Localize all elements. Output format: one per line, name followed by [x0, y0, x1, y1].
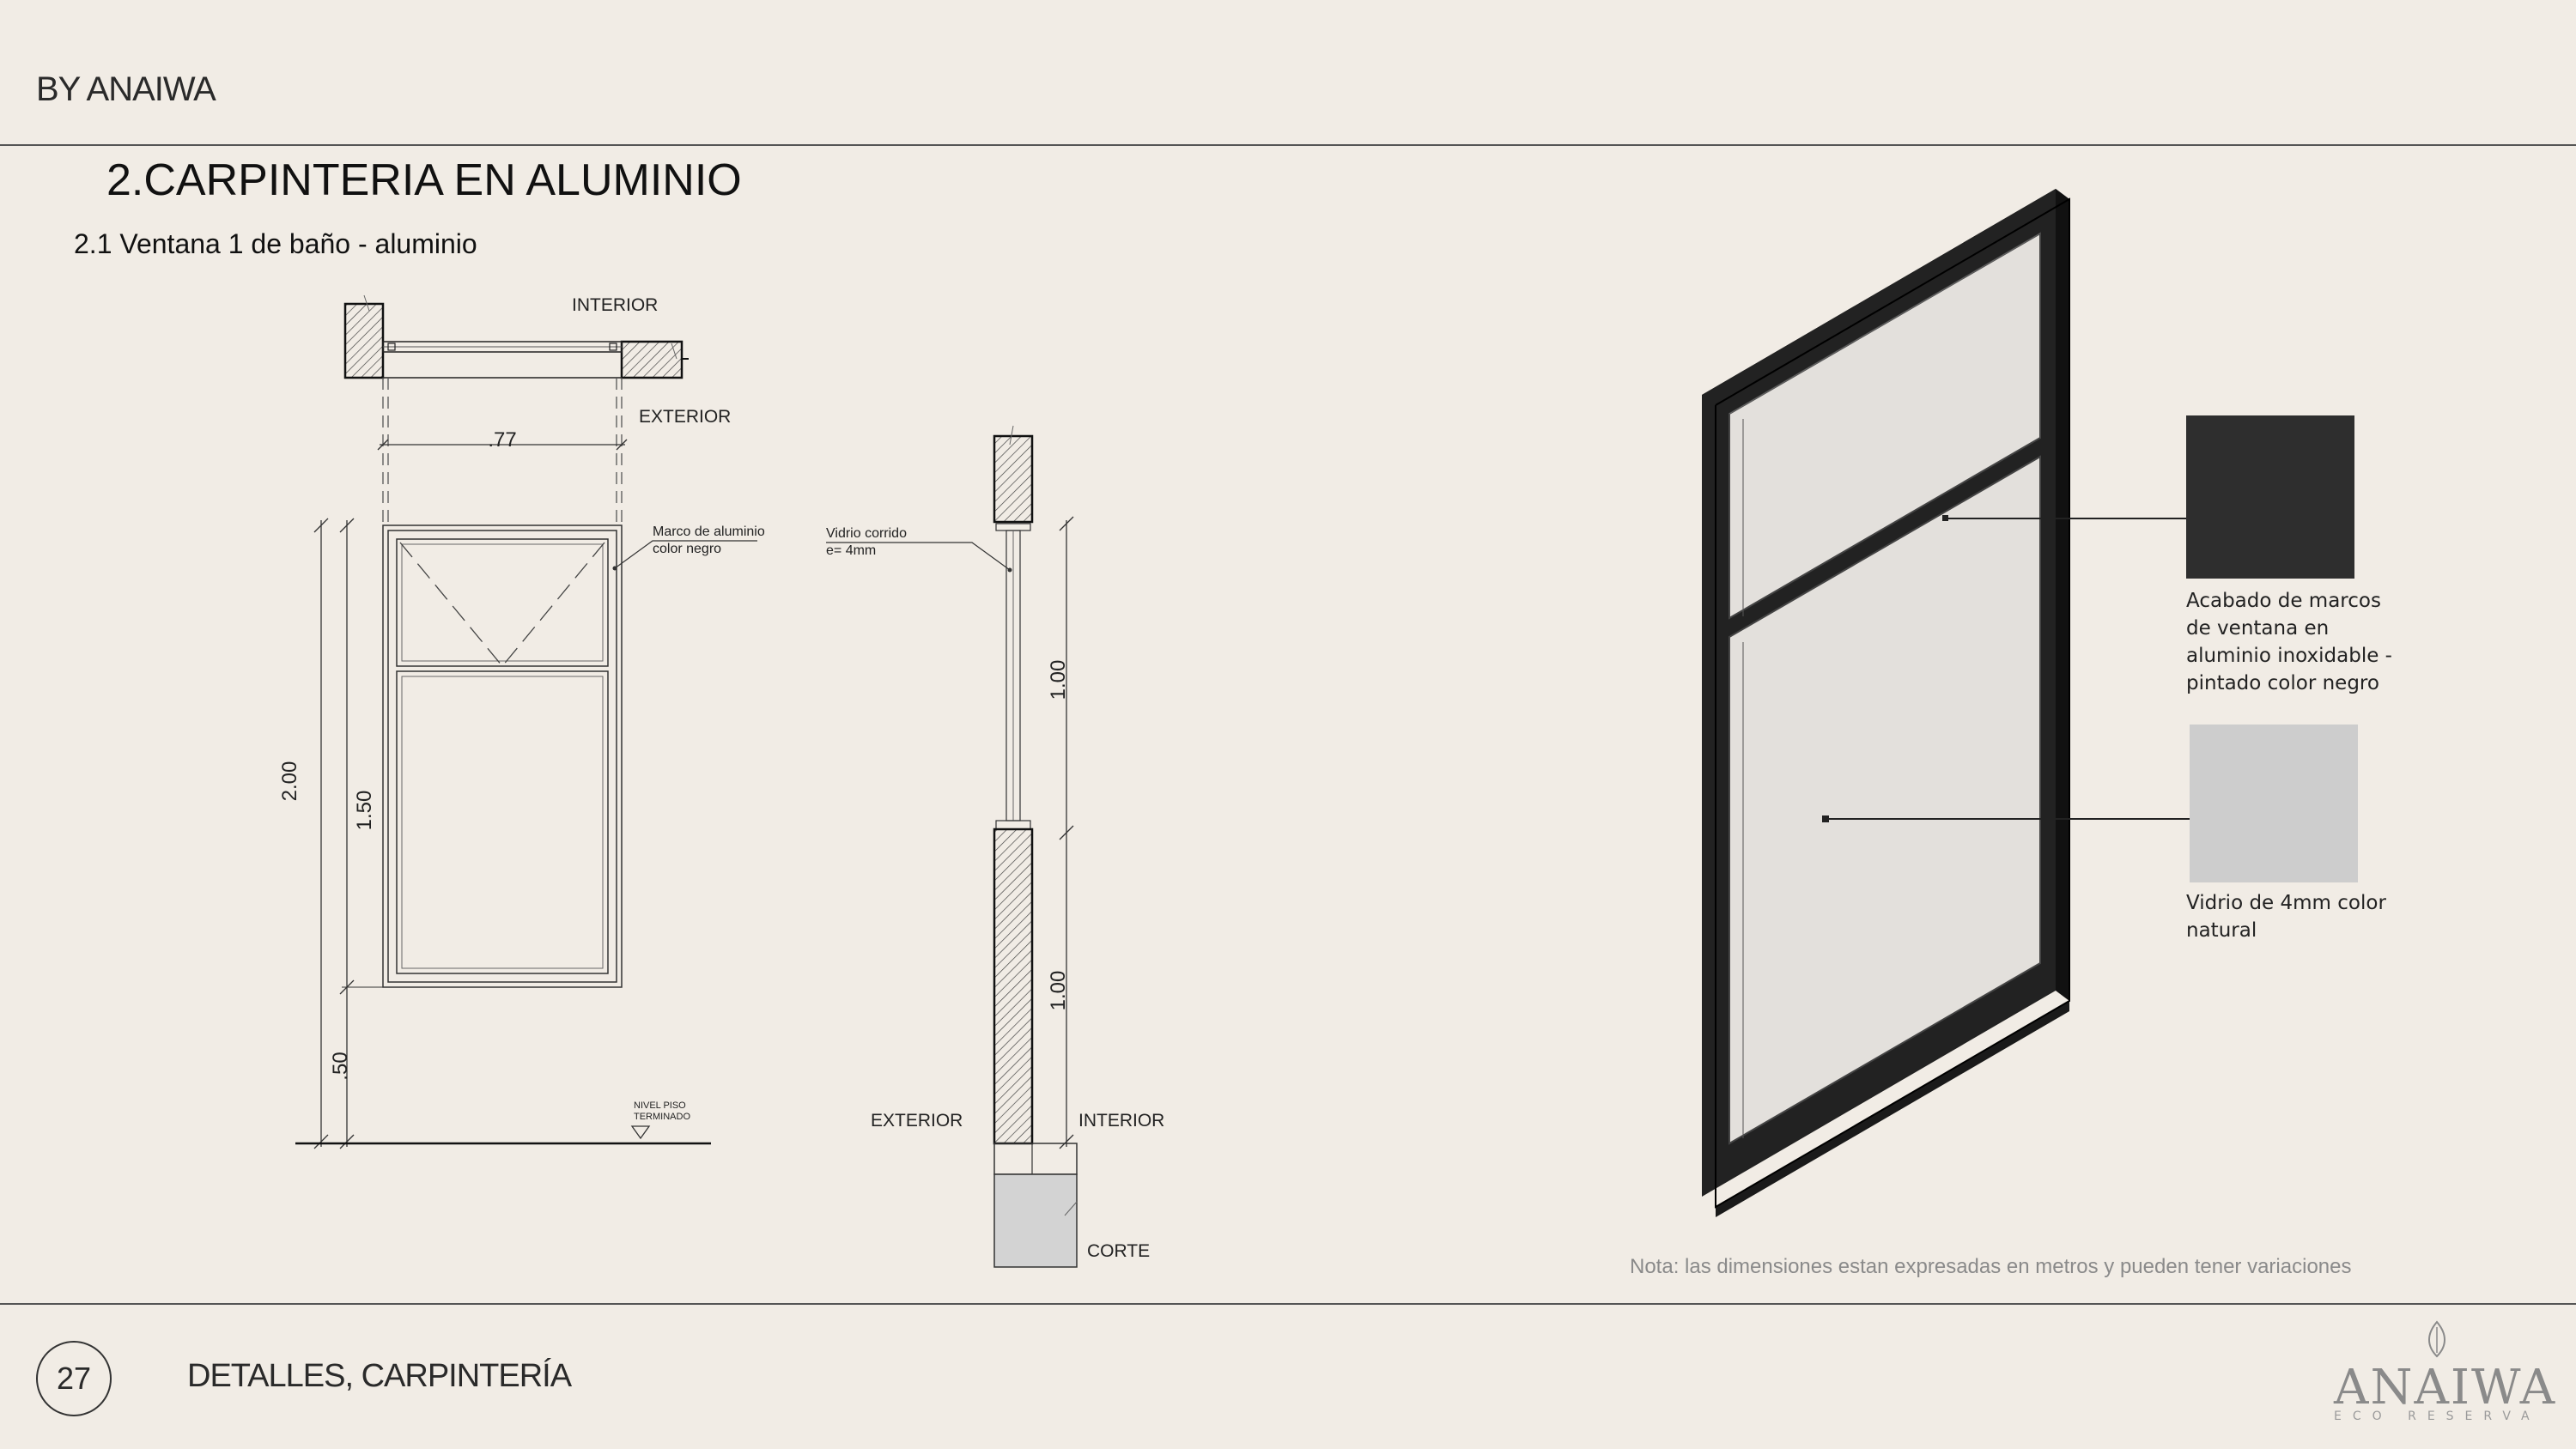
legend-swatch-glass — [2190, 724, 2358, 882]
logo-name: ANAIWA — [2334, 1360, 2557, 1416]
section-upper-dimension: 1.00 — [1047, 660, 1070, 700]
footer-divider — [0, 1303, 2576, 1305]
brand-header: BY ANAIWA — [36, 70, 216, 108]
elevation-frame-note: Marco de aluminio — [653, 524, 765, 539]
plan-view: .77 INTERIOR EXTERIOR — [343, 294, 731, 525]
page-number: 27 — [56, 1361, 92, 1396]
title-text: CARPINTERIA EN ALUMINIO — [143, 155, 742, 205]
legend-label-frame: Acabado de marcos de ventana en aluminio… — [2186, 590, 2392, 694]
plan-interior-label: INTERIOR — [572, 295, 658, 315]
isometric-window — [1702, 189, 2190, 1217]
floor-level-label-2: TERMINADO — [634, 1112, 690, 1122]
elevation-view: Marco de aluminio color negro 2.00 1.50 … — [278, 518, 765, 1149]
dimensions-note: Nota: las dimensiones estan expresadas e… — [1630, 1255, 2352, 1278]
header-divider — [0, 144, 2576, 146]
section-lower-dimension: 1.00 — [1047, 971, 1070, 1011]
footer-section-title: DETALLES, CARPINTERÍA — [187, 1358, 572, 1394]
logo-subtitle: ECO RESERVA — [2334, 1410, 2541, 1423]
legend-label-glass: Vidrio de 4mm color natural — [2186, 892, 2386, 942]
elevation-sill-height: .50 — [329, 1052, 352, 1080]
section-corte-label: CORTE — [1087, 1241, 1150, 1261]
page-number-badge: 27 — [36, 1341, 112, 1416]
elevation-total-height: 2.00 — [278, 761, 301, 802]
page-subtitle: 2.1 Ventana 1 de baño - aluminio — [74, 228, 477, 259]
elevation-frame-note-2: color negro — [653, 542, 721, 556]
floor-level-label: NIVEL PISO — [634, 1100, 686, 1111]
title-number: 2. — [106, 155, 144, 205]
elevation-window-height: 1.50 — [353, 791, 376, 831]
leaf-logo-icon — [2428, 1320, 2445, 1358]
plan-exterior-label: EXTERIOR — [639, 407, 731, 427]
legend-swatch-frame — [2186, 415, 2354, 579]
section-glass-note: Vidrio corrido — [826, 526, 907, 541]
section-exterior-label: EXTERIOR — [871, 1111, 963, 1131]
section-view: Vidrio corrido e= 4mm 1.00 1.00 EXTERIOR… — [826, 425, 1164, 1268]
plan-width-dimension: .77 — [488, 428, 516, 452]
section-interior-label: INTERIOR — [1078, 1111, 1164, 1131]
page-title: 2.CARPINTERIA EN ALUMINIO — [106, 155, 742, 206]
section-glass-note-2: e= 4mm — [826, 543, 876, 558]
